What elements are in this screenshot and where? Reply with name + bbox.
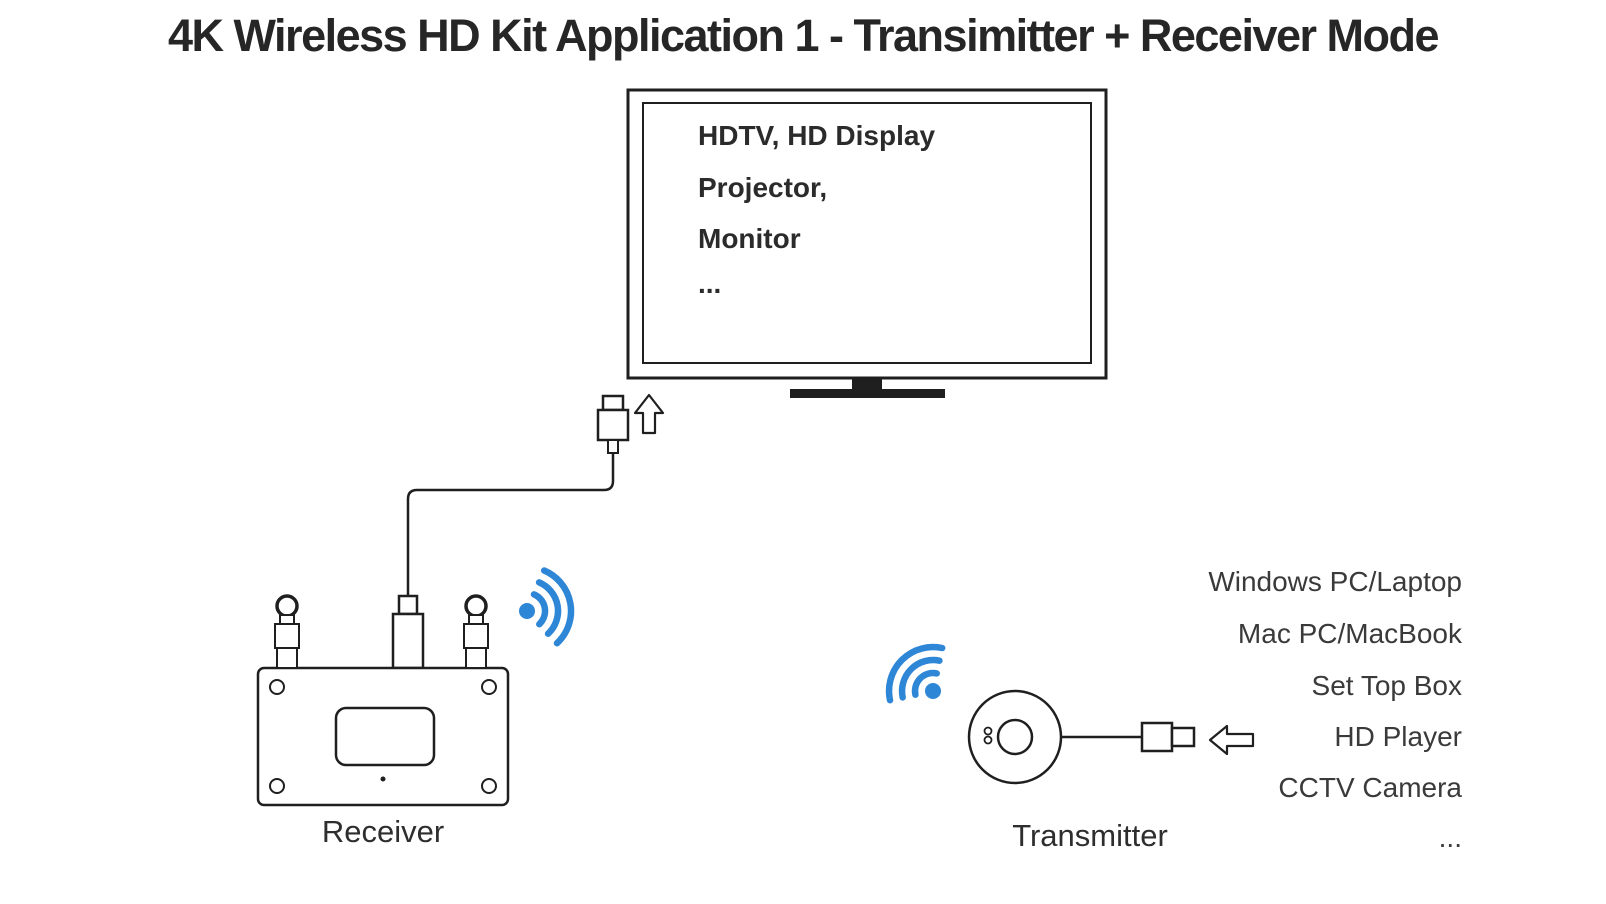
tv-stand-neck — [852, 378, 882, 391]
tv-screen — [642, 102, 1092, 364]
tv-frame — [626, 88, 1108, 380]
source-item: HD Player — [1334, 721, 1462, 752]
receiver-window — [334, 706, 436, 767]
display-text-line: ... — [698, 268, 722, 299]
source-item: CCTV Camera — [1278, 772, 1462, 803]
hdmi-plug-receiver-icon — [391, 594, 425, 670]
page-title: 4K Wireless HD Kit Application 1 - Trans… — [167, 10, 1440, 61]
receiver-device — [256, 666, 510, 807]
transmitter-device — [967, 689, 1196, 785]
up-arrow-icon — [633, 393, 665, 435]
screw-icon — [481, 679, 497, 695]
display-text-line: Projector, — [698, 172, 828, 203]
wifi-dot — [925, 683, 941, 699]
wifi-signal-transmitter-icon — [885, 643, 946, 704]
left-arrow-icon — [1208, 724, 1255, 756]
screw-icon — [269, 679, 285, 695]
receiver-led — [380, 776, 386, 782]
tv-display — [626, 88, 1108, 398]
receiver-label: Receiver — [321, 814, 445, 849]
source-item: Mac PC/MacBook — [1237, 618, 1462, 649]
tv-stand-base — [790, 389, 945, 398]
antenna-right-icon — [463, 594, 489, 669]
hdmi-cable — [406, 453, 615, 596]
source-item: Windows PC/Laptop — [1208, 566, 1462, 597]
hdmi-plug-display-icon — [596, 394, 630, 454]
source-item: Set Top Box — [1311, 670, 1462, 701]
transmitter-button — [996, 718, 1034, 756]
screw-icon — [481, 778, 497, 794]
hdmi-connector-body — [1140, 721, 1174, 753]
display-text-line: HDTV, HD Display — [698, 120, 936, 151]
display-text-line: Monitor — [698, 223, 801, 254]
wifi-dot — [519, 603, 535, 619]
transmitter-label: Transmitter — [1012, 818, 1168, 853]
hdmi-connector-tip — [1170, 726, 1196, 748]
screw-icon — [269, 778, 285, 794]
source-item: ... — [1438, 822, 1462, 853]
antenna-left-icon — [274, 594, 300, 669]
transmitter-mark — [983, 735, 993, 745]
wifi-signal-receiver-icon — [519, 567, 575, 647]
transmitter-mark — [983, 726, 993, 736]
